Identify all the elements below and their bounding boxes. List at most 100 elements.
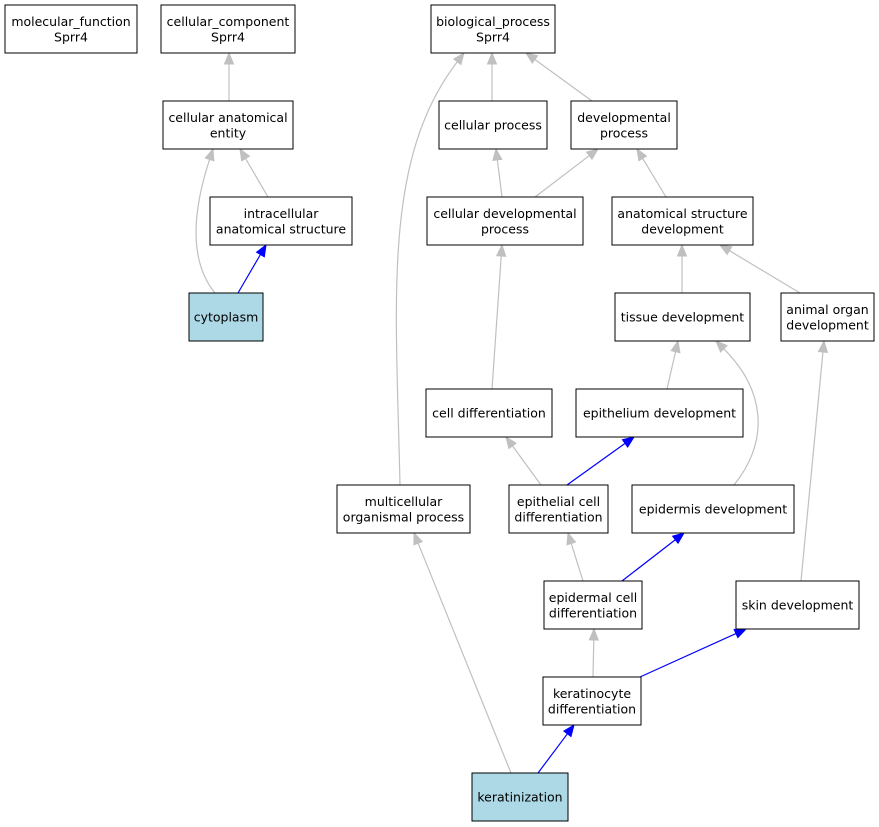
node-label-line: anatomical structure bbox=[617, 206, 747, 221]
node-box bbox=[438, 100, 548, 150]
edge-cellular-developmental-process-to-developmental-process bbox=[534, 148, 600, 198]
node-label-line: multicellular bbox=[365, 494, 444, 509]
node-label-line: differentiation bbox=[549, 605, 637, 620]
node-label-line: development bbox=[786, 317, 869, 332]
node-label-line: epithelium development bbox=[583, 406, 736, 421]
node-box bbox=[430, 4, 556, 54]
node-box bbox=[508, 484, 609, 534]
node-label-line: cell differentiation bbox=[432, 406, 546, 421]
edge-intracellular-anatomical-structure-to-cellular-anatomical-entity bbox=[239, 147, 269, 198]
node-label-line: cytoplasm bbox=[194, 310, 259, 325]
node-label-line: Sprr4 bbox=[211, 29, 245, 44]
edge-epithelial-cell-differentiation-to-cell-differentiation bbox=[505, 435, 542, 486]
edge-animal-organ-development-to-anatomical-structure-development bbox=[718, 244, 801, 294]
node-label-line: epidermis development bbox=[639, 502, 787, 517]
node-label-line: Sprr4 bbox=[54, 29, 88, 44]
node-label-line: anatomical structure bbox=[216, 221, 346, 236]
edge-cellular-process-to-bp-root bbox=[486, 51, 498, 101]
edge-keratinocyte-differentiation-to-epidermal-cell-differentiation bbox=[588, 627, 600, 678]
edge-line bbox=[534, 58, 593, 102]
node-label-line: development bbox=[641, 221, 724, 236]
edge-line bbox=[666, 351, 677, 390]
edge-line bbox=[729, 250, 801, 294]
edge-arrowhead bbox=[733, 628, 748, 639]
edge-arrowhead bbox=[204, 147, 215, 162]
edge-line bbox=[639, 632, 737, 678]
node-tissue-development[interactable]: tissue development bbox=[614, 292, 751, 342]
edge-arrowhead bbox=[452, 51, 465, 66]
edge-keratinization-to-keratinocyte-differentiation bbox=[537, 723, 575, 774]
edge-layer bbox=[195, 51, 829, 774]
edge-arrowhead bbox=[505, 435, 518, 450]
node-label-line: differentiation bbox=[548, 701, 636, 716]
edge-line bbox=[537, 733, 568, 774]
edge-line bbox=[395, 61, 458, 486]
edge-arrowhead bbox=[817, 339, 829, 353]
node-label-line: animal organ bbox=[786, 302, 868, 317]
edge-arrowhead bbox=[715, 340, 728, 353]
edge-arrowhead bbox=[671, 532, 686, 545]
node-label-line: keratinization bbox=[477, 790, 562, 805]
edge-line bbox=[417, 542, 512, 774]
edge-tissue-development-to-anatomical-structure-development bbox=[676, 243, 688, 293]
node-label-line: organismal process bbox=[343, 509, 464, 524]
node-keratinization[interactable]: keratinization bbox=[471, 772, 569, 822]
node-cellular-process[interactable]: cellular process bbox=[438, 100, 548, 150]
node-box bbox=[426, 196, 584, 246]
edge-line bbox=[800, 351, 824, 582]
node-box bbox=[542, 676, 642, 726]
node-box bbox=[735, 580, 860, 630]
edge-arrowhead bbox=[239, 147, 251, 162]
edge-arrowhead bbox=[223, 51, 235, 65]
edge-line bbox=[592, 639, 595, 678]
edge-arrowhead bbox=[621, 436, 636, 448]
node-label-line: skin development bbox=[742, 598, 854, 613]
node-box bbox=[471, 772, 569, 822]
edge-arrowhead bbox=[413, 531, 424, 546]
edge-arrowhead bbox=[718, 244, 733, 256]
edge-arrowhead bbox=[492, 147, 503, 162]
node-cell-differentiation[interactable]: cell differentiation bbox=[425, 388, 553, 438]
node-cytoplasm[interactable]: cytoplasm bbox=[188, 292, 264, 342]
edge-arrowhead bbox=[636, 147, 648, 162]
node-box bbox=[425, 388, 553, 438]
edge-arrowhead bbox=[495, 243, 507, 257]
edge-epidermis-development-to-tissue-development bbox=[715, 340, 759, 486]
node-epidermis-development[interactable]: epidermis development bbox=[631, 484, 795, 534]
node-label-line: cellular process bbox=[444, 118, 542, 133]
edge-line bbox=[566, 442, 626, 486]
edge-epidermal-cell-differentiation-to-epithelial-cell-differentiation bbox=[566, 531, 584, 582]
edge-arrowhead bbox=[562, 723, 575, 738]
edge-keratinization-to-multicellular-organismal-process bbox=[413, 531, 512, 774]
node-label-line: differentiation bbox=[514, 509, 602, 524]
node-skin-development[interactable]: skin development bbox=[735, 580, 860, 630]
edge-keratinocyte-differentiation-to-skin-development bbox=[639, 628, 748, 678]
edge-line bbox=[237, 254, 261, 294]
edge-arrowhead bbox=[524, 52, 539, 65]
node-box bbox=[570, 100, 678, 150]
edge-arrowhead bbox=[676, 243, 688, 257]
edge-line bbox=[245, 158, 269, 198]
node-box bbox=[543, 580, 643, 630]
edge-line bbox=[195, 159, 216, 294]
node-box bbox=[162, 100, 294, 150]
node-box bbox=[614, 292, 751, 342]
edge-arrowhead bbox=[486, 51, 498, 65]
node-epithelium-development[interactable]: epithelium development bbox=[575, 388, 744, 438]
node-box bbox=[611, 196, 754, 246]
